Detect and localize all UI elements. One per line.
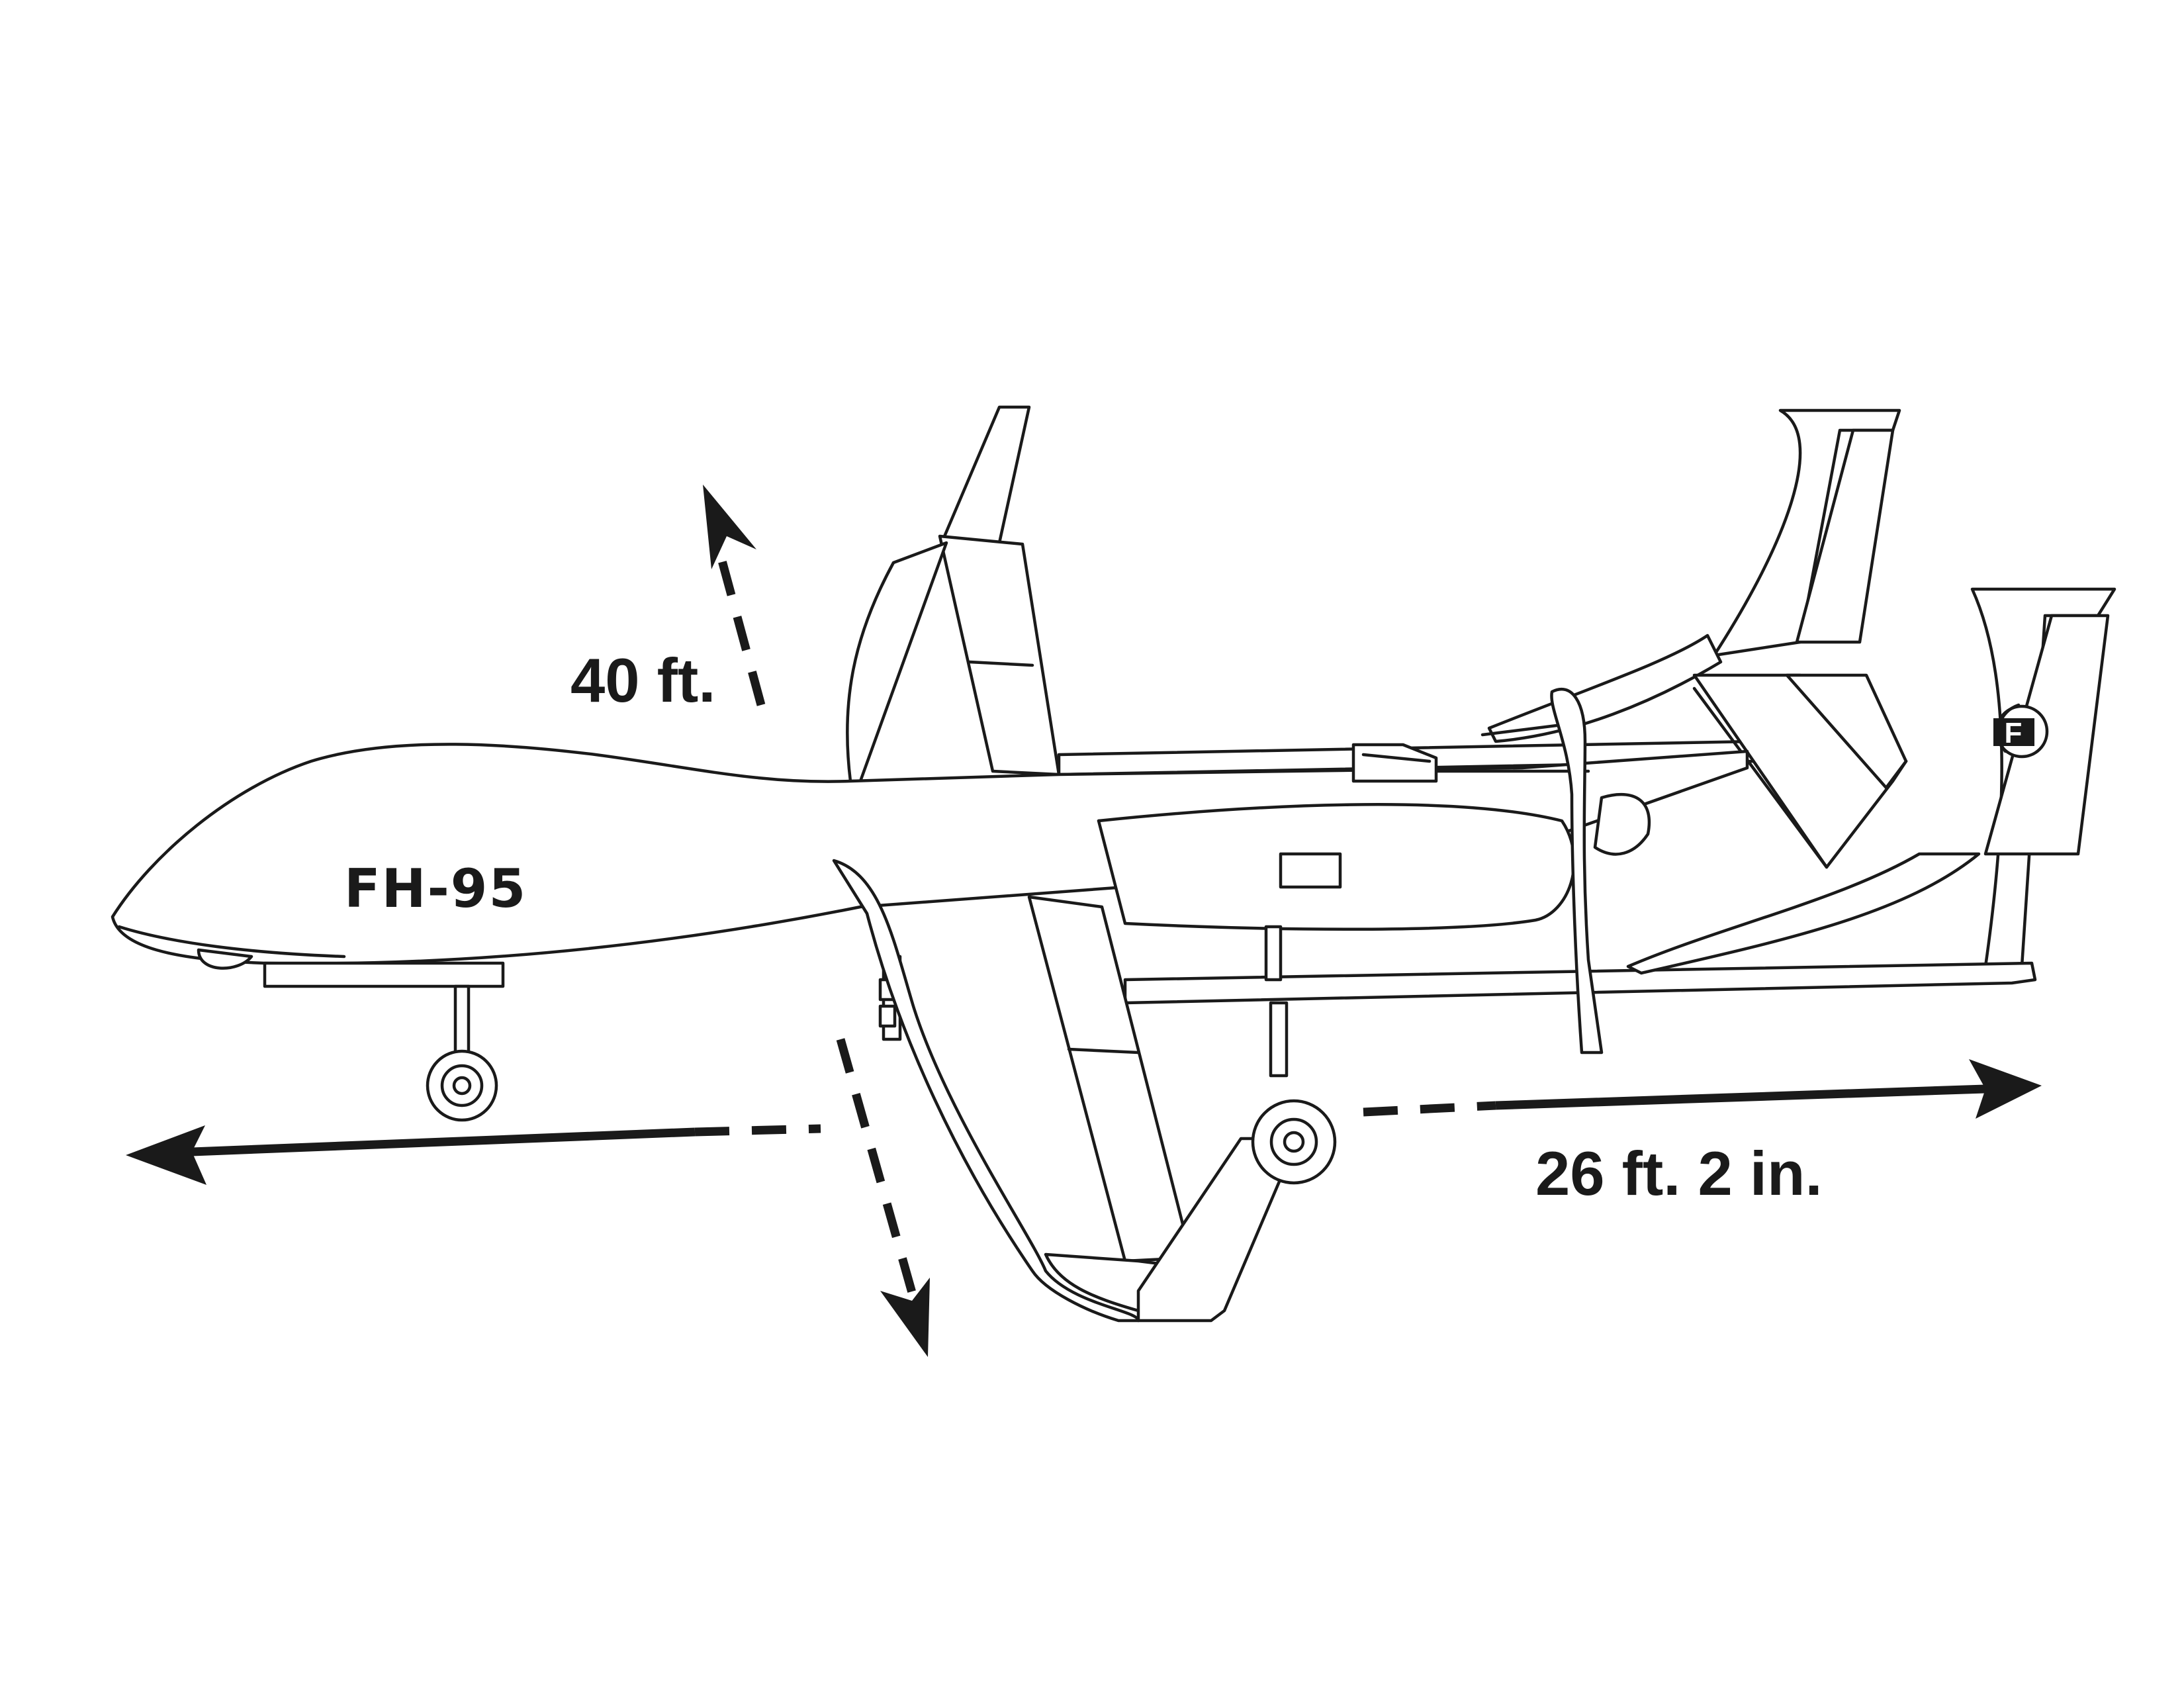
length-label: 26 ft. 2 in. [1535,1139,1823,1208]
nose-landing-gear [426,984,498,1122]
ventral-pod [197,948,902,1041]
wingtip-winglet [1136,1137,1293,1323]
logo-letter: F [2005,717,2023,749]
tail-logo: F [1993,703,2049,759]
far-tail-fin [1712,408,1901,657]
fuselage [111,723,1749,965]
near-wing [832,859,1193,1323]
wingspan-label: 40 ft. [570,645,715,715]
aircraft-marking: FH-95 [344,858,527,919]
near-tail-fin [1970,587,2116,968]
propeller [1550,687,1651,1055]
horizontal-stabilizer [1692,673,1908,869]
far-wing [845,405,1061,783]
main-landing-gear [1251,925,1337,1185]
length-arrow [126,1059,2042,1185]
wingspan-arrow [703,485,930,1357]
